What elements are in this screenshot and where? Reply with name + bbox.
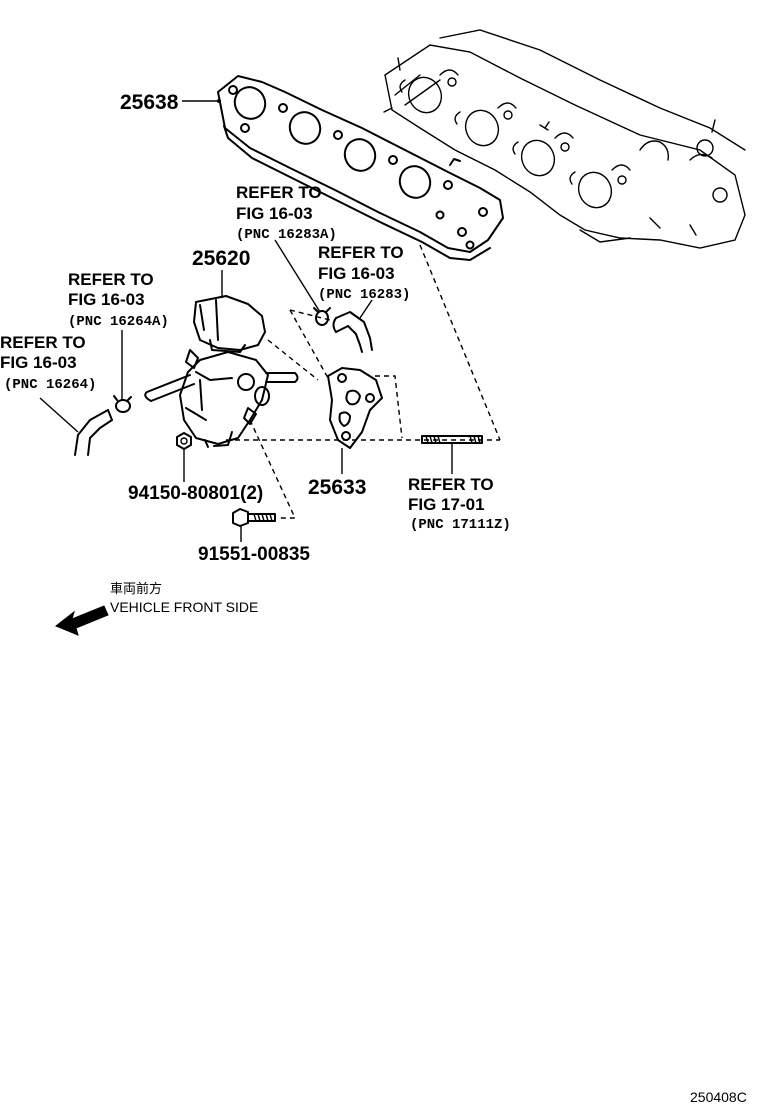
part-number-25620: 25620 — [192, 247, 250, 270]
nut-94150 — [176, 432, 192, 450]
cylinder-head-drawing — [383, 29, 746, 249]
leader-16283A — [274, 239, 321, 313]
part-number-25633: 25633 — [308, 476, 366, 499]
ref-17111Z-line2: FIG 17-01 — [408, 495, 485, 514]
assembly-dashed-lines — [226, 244, 501, 519]
direction-label-en: VEHICLE FRONT SIDE — [110, 599, 258, 615]
ref-16283-pnc: (PNC 16283) — [318, 287, 410, 303]
leader-dot-25638 — [217, 99, 221, 103]
leader-16264 — [39, 397, 79, 433]
egr-gasket-25633 — [327, 367, 383, 449]
egr-valve-25620 — [144, 295, 299, 448]
ref-16283-line2: FIG 16-03 — [318, 264, 395, 283]
ref-16283A-line1: REFER TO — [236, 183, 322, 202]
ref-16264A-line1: REFER TO — [68, 270, 154, 289]
clamp-16264A — [113, 395, 132, 413]
part-number-94150: 94150-80801(2) — [128, 483, 263, 504]
ref-16264-line2: FIG 16-03 — [0, 353, 77, 372]
ref-17111Z-line1: REFER TO — [408, 475, 494, 494]
direction-label-jp: 車両前方 — [110, 581, 162, 597]
ref-16264A-pnc: (PNC 16264A) — [68, 314, 169, 330]
clamp-16283A — [313, 307, 331, 326]
hose-16283 — [332, 311, 373, 353]
ref-16283-line1: REFER TO — [318, 243, 404, 262]
ref-16283A-pnc: (PNC 16283A) — [236, 227, 337, 243]
hose-16264 — [74, 409, 113, 456]
ref-17111Z-pnc: (PNC 17111Z) — [410, 517, 511, 533]
ref-16283A-line2: FIG 16-03 — [236, 204, 313, 223]
figure-code: 250408C — [690, 1089, 747, 1105]
part-number-25638: 25638 — [120, 91, 179, 114]
manifold-gasket-25638 — [217, 75, 504, 261]
part-number-91551: 91551-00835 — [198, 544, 310, 565]
bolt-91551 — [232, 508, 276, 527]
leader-16283 — [359, 299, 373, 319]
ref-16264A-line2: FIG 16-03 — [68, 290, 145, 309]
vehicle-front-arrow-icon — [55, 605, 109, 636]
ref-16264-pnc: (PNC 16264) — [4, 377, 96, 393]
ref-16264-line1: REFER TO — [0, 333, 86, 352]
